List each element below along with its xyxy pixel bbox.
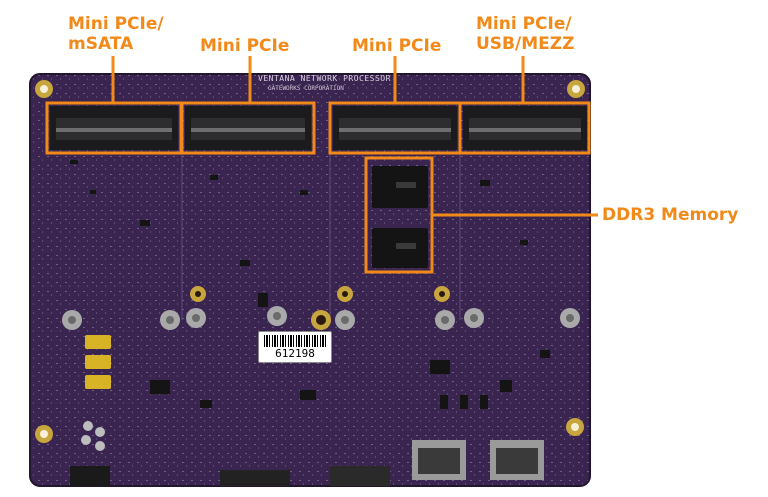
ddr3-chips <box>372 166 428 268</box>
serial-sticker: 612198 <box>258 331 332 363</box>
bottom-connectors <box>220 440 544 486</box>
board-title: VENTANA NETWORK PROCESSOR <box>258 74 391 83</box>
callout-ddr3-memory: DDR3 Memory <box>602 205 739 225</box>
board-maker: GATEWORKS CORPORATION <box>268 85 344 92</box>
standoffs <box>62 286 580 330</box>
callout-mini-pcie-msata-line1: Mini PCIe/ <box>68 14 164 34</box>
callout-mini-pcie-usb-mezz: Mini PCIe/ USB/MEZZ <box>476 14 574 54</box>
serial-number: 612198 <box>275 347 315 360</box>
leader-lines <box>111 56 598 217</box>
callout-mini-pcie-msata-line2: mSATA <box>68 34 134 54</box>
callout-mini-pcie-msata: Mini PCIe/ mSATA <box>68 14 164 54</box>
callout-mini-pcie-usb-mezz-line2: USB/MEZZ <box>476 34 575 54</box>
mounting-holes <box>35 80 585 443</box>
bottom-left-parts <box>70 421 110 486</box>
smd-components <box>70 160 550 409</box>
mini-pcie-sockets <box>50 106 587 150</box>
barcode <box>264 335 326 347</box>
callout-mini-pcie-2: Mini PCIe <box>200 36 290 56</box>
callout-mini-pcie-3: Mini PCIe <box>352 36 442 56</box>
capacitors <box>85 335 111 389</box>
callout-mini-pcie-usb-mezz-line1: Mini PCIe/ <box>476 14 572 34</box>
